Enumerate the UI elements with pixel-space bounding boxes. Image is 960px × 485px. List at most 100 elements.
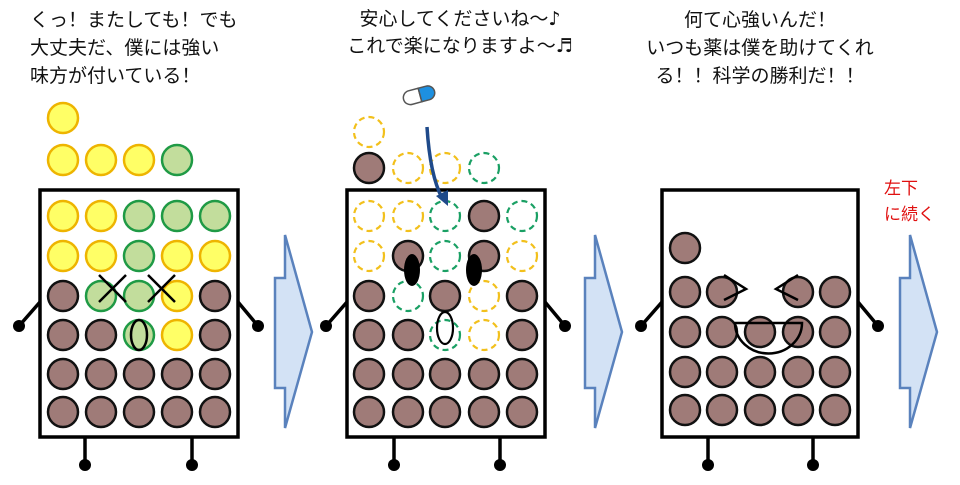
yellow-cell-circle bbox=[198, 239, 232, 273]
brown-cell-circle bbox=[391, 318, 425, 352]
capsule-blue-half bbox=[417, 85, 436, 103]
caption-line: る！！科学の勝利だ！！ bbox=[655, 65, 865, 87]
dashed-yellow-circle bbox=[391, 151, 425, 185]
dashed-yellow-circle bbox=[428, 151, 462, 185]
brown-cell-circle bbox=[505, 395, 539, 429]
foot bbox=[79, 459, 91, 471]
caption-line: 何て心強いんだ！ bbox=[683, 9, 836, 31]
brown-cell-circle bbox=[743, 393, 777, 427]
continue-line: 左下 bbox=[884, 179, 918, 199]
continue-line: に続く bbox=[884, 205, 935, 225]
yellow-cell-circle bbox=[46, 143, 80, 177]
dashed-green-circle bbox=[428, 239, 462, 273]
brown-cell-circle bbox=[428, 279, 462, 313]
caption-line: 大丈夫だ、僕には強い bbox=[30, 37, 220, 59]
brown-cell-circle bbox=[198, 357, 232, 391]
brown-cell-circle bbox=[46, 318, 80, 352]
yellow-cell-circle bbox=[160, 279, 194, 313]
brown-cell-circle bbox=[668, 275, 702, 309]
caption-line: いつも薬は僕を助けてくれ bbox=[646, 37, 874, 59]
caption-line: これで楽になりますよ～♬ bbox=[347, 35, 573, 57]
yellow-cell-circle bbox=[122, 143, 156, 177]
brown-cell-circle bbox=[467, 199, 501, 233]
green-cell-circle bbox=[122, 199, 156, 233]
next-arrow-icon bbox=[898, 234, 939, 429]
brown-cell-circle bbox=[668, 231, 702, 265]
next-arrow-icon bbox=[583, 234, 624, 429]
brown-cell-circle bbox=[505, 357, 539, 391]
dashed-yellow-circle bbox=[352, 239, 386, 273]
brown-cell-circle bbox=[84, 395, 118, 429]
pill-capsule-icon bbox=[402, 85, 436, 106]
drop-arrow-head-icon bbox=[436, 190, 448, 206]
brown-cell-circle bbox=[391, 395, 425, 429]
capsule-white-half bbox=[402, 87, 423, 106]
smile-mouth bbox=[733, 321, 804, 355]
green-cell-circle bbox=[122, 318, 156, 352]
dashed-yellow-circle bbox=[505, 239, 539, 273]
brown-cell-circle bbox=[352, 318, 386, 352]
left-hand bbox=[13, 320, 25, 332]
brown-cell-circle bbox=[781, 393, 815, 427]
dashed-green-circle bbox=[505, 199, 539, 233]
brown-cell-circle bbox=[743, 315, 777, 349]
happy-eye bbox=[723, 273, 749, 302]
left-hand bbox=[635, 320, 647, 332]
panel2-caption: 安心してくださいね～♪ これで楽になりますよ～♬ bbox=[336, 6, 584, 60]
dashed-yellow-circle bbox=[467, 279, 501, 313]
yellow-cell-circle bbox=[84, 143, 118, 177]
green-cell-circle bbox=[160, 143, 194, 177]
green-cell-circle bbox=[198, 199, 232, 233]
brown-cell-circle bbox=[743, 355, 777, 389]
x-eye bbox=[147, 274, 176, 303]
foot bbox=[186, 459, 198, 471]
drop-arrow-line bbox=[425, 126, 444, 199]
brown-cell-circle bbox=[467, 395, 501, 429]
mouth bbox=[129, 318, 149, 352]
brown-cell-circle bbox=[505, 318, 539, 352]
yellow-cell-circle bbox=[46, 199, 80, 233]
yellow-cell-circle bbox=[46, 239, 80, 273]
dashed-yellow-circle bbox=[467, 318, 501, 352]
dashed-green-circle bbox=[467, 151, 501, 185]
eye bbox=[404, 254, 420, 286]
dashed-green-circle bbox=[428, 318, 462, 352]
brown-cell-circle bbox=[428, 395, 462, 429]
brown-cell-circle bbox=[668, 315, 702, 349]
foot bbox=[702, 459, 714, 471]
green-cell-circle bbox=[122, 239, 156, 273]
brown-cell-circle bbox=[781, 355, 815, 389]
next-arrow-icon bbox=[273, 234, 314, 429]
brown-cell-circle bbox=[198, 395, 232, 429]
continue-note: 左下 に続く bbox=[884, 176, 935, 228]
brown-cell-circle bbox=[705, 315, 739, 349]
foot bbox=[494, 459, 506, 471]
brown-cell-circle bbox=[122, 357, 156, 391]
brown-cell-circle bbox=[160, 357, 194, 391]
brown-cell-circle bbox=[84, 357, 118, 391]
yellow-cell-circle bbox=[84, 199, 118, 233]
yellow-cell-circle bbox=[46, 101, 80, 135]
brown-cell-circle bbox=[198, 318, 232, 352]
brown-cell-circle bbox=[352, 279, 386, 313]
brown-cell-circle bbox=[391, 357, 425, 391]
brown-cell-circle bbox=[705, 355, 739, 389]
yellow-cell-circle bbox=[84, 239, 118, 273]
brown-cell-circle bbox=[84, 318, 118, 352]
brown-cell-circle bbox=[160, 395, 194, 429]
right-hand bbox=[872, 320, 884, 332]
brown-cell-circle bbox=[122, 395, 156, 429]
x-eye bbox=[98, 274, 127, 303]
mouth bbox=[435, 310, 455, 346]
brown-cell-circle bbox=[428, 357, 462, 391]
brown-cell-circle bbox=[467, 357, 501, 391]
brown-cell-circle bbox=[198, 279, 232, 313]
right-hand bbox=[252, 320, 264, 332]
eye bbox=[466, 254, 482, 286]
brown-cell-circle bbox=[818, 355, 852, 389]
green-cell-circle bbox=[122, 279, 156, 313]
right-hand bbox=[559, 320, 571, 332]
brown-cell-circle bbox=[352, 151, 386, 185]
happy-eye bbox=[773, 273, 799, 302]
